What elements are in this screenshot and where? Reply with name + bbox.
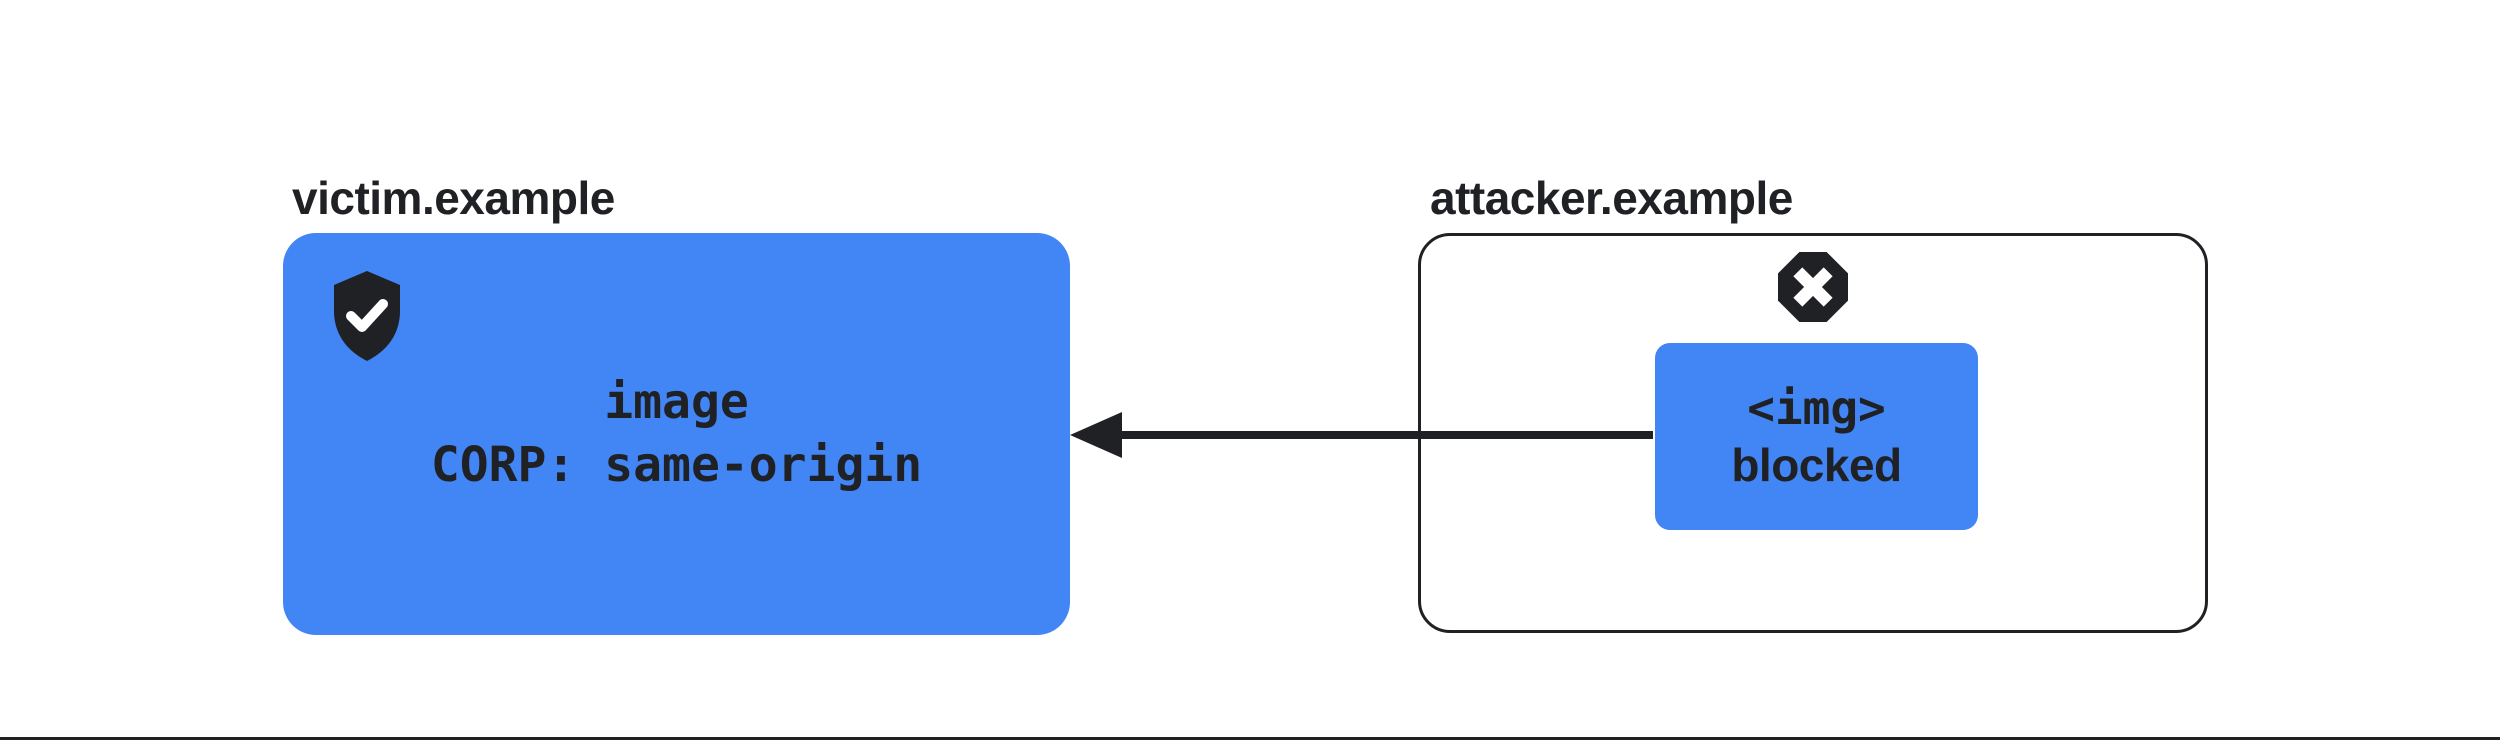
blocked-request-line2: blocked [1731, 438, 1902, 491]
victim-origin-box: image CORP: same-origin [283, 233, 1070, 635]
victim-resource-line2: CORP: same-origin [430, 437, 923, 493]
arrow-attacker-to-victim [1070, 412, 1653, 458]
blocked-request-line1: <img> [1747, 380, 1886, 435]
victim-resource-text: image CORP: same-origin [283, 233, 1070, 635]
shield-check-icon [334, 271, 400, 361]
blocked-x-icon [1778, 252, 1848, 322]
victim-resource-line1: image [604, 374, 749, 430]
attacker-domain-label: attacker.example [1430, 172, 1793, 224]
victim-domain-label: victim.example [292, 172, 615, 224]
page-bottom-rule [0, 737, 2500, 740]
blocked-request-box: <img> blocked [1655, 343, 1978, 530]
